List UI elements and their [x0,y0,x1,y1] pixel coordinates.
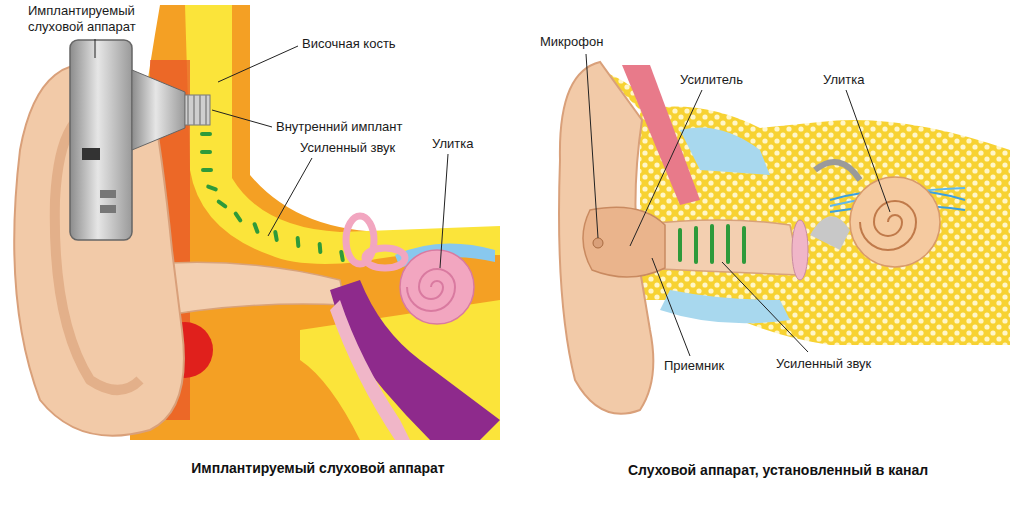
caption: Имплантируемый слуховой аппарат [98,460,538,476]
device-label: Имплантируемый слуховой аппарат [28,3,160,35]
part-label: Микрофон [540,34,603,50]
leader-lines [95,39,890,356]
part-label: Улитка [823,72,864,88]
part-label: Усилитель [680,72,743,88]
part-label: Внутренний имплант [276,119,402,135]
part-label: Усиленный звук [300,140,395,156]
part-label: Усиленный звук [776,356,871,372]
caption: Слуховой аппарат, установленный в канал [538,462,1018,478]
implant-illustration [14,5,500,440]
in-canal-illustration [559,62,1010,414]
part-label: Височная кость [302,36,396,52]
part-label: Улитка [432,136,473,152]
implant-device [70,40,210,240]
part-label: Приемник [664,358,724,374]
green-waves [680,226,744,262]
